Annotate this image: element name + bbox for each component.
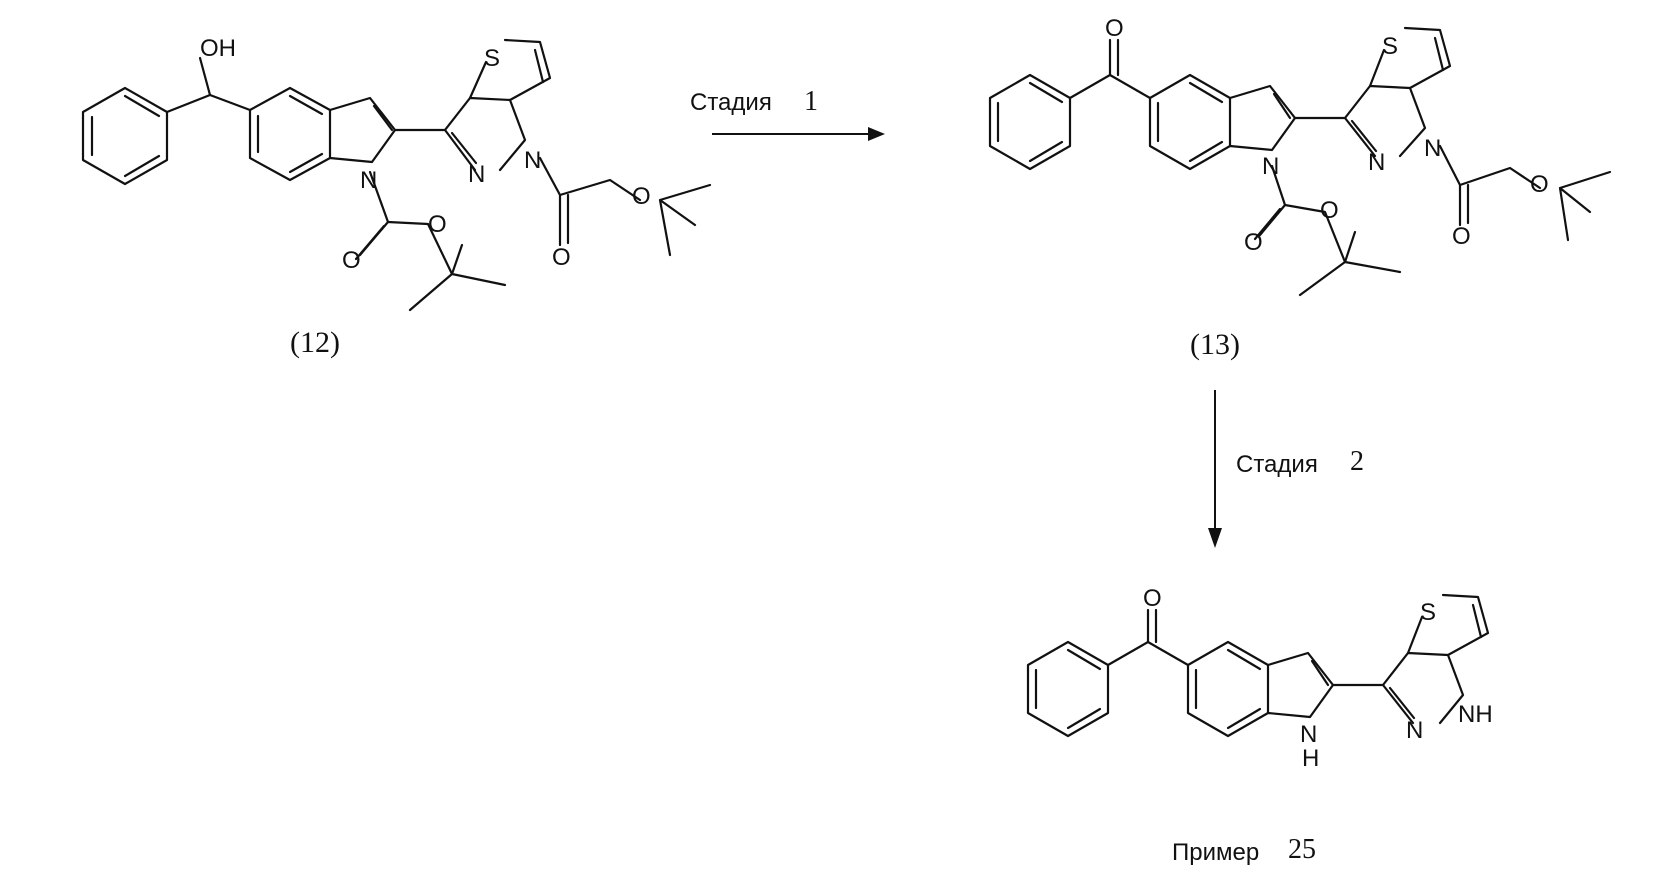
atom-o-carbonyl-2: O (552, 244, 571, 271)
atom-o-carbonyl-2: O (1452, 223, 1471, 250)
compound-12-structure (83, 40, 710, 310)
atom-n-pyrazole: N (1406, 717, 1423, 744)
atom-o-carbonyl: O (342, 247, 361, 274)
atom-o-ester: O (1320, 197, 1339, 224)
product-label-word: Пример (1172, 839, 1259, 866)
step-2-arrowhead (1208, 528, 1222, 548)
compound-13-structure (990, 28, 1610, 295)
atom-n-pyrazole: N (1368, 149, 1385, 176)
atom-s: S (1420, 599, 1436, 626)
atom-h-indole: H (1302, 745, 1319, 772)
atom-n-indole: N (1300, 721, 1317, 748)
atom-n-pyrazole: N (468, 161, 485, 188)
atom-oh: OH (200, 35, 236, 62)
atom-s: S (484, 45, 500, 72)
atom-o-keto: O (1105, 15, 1124, 42)
step-1-word: Стадия (690, 89, 772, 116)
atom-s: S (1382, 33, 1398, 60)
atom-o-ester-2: O (632, 183, 651, 210)
compound-13-label: (13) (1190, 328, 1240, 361)
atom-o-ester-2: O (1530, 171, 1549, 198)
atom-o-ester: O (428, 211, 447, 238)
product-structure (1028, 595, 1488, 736)
atom-o-carbonyl: O (1244, 229, 1263, 256)
step-2-word: Стадия (1236, 451, 1318, 478)
atom-n-pyrazole-boc: N (524, 147, 541, 174)
step-1-arrowhead (868, 127, 885, 141)
atom-n-indole: N (360, 167, 377, 194)
step-2-number: 2 (1350, 446, 1364, 477)
atom-n-indole: N (1262, 153, 1279, 180)
step-1-number: 1 (804, 86, 818, 117)
atom-nh-pyrazole: NH (1458, 701, 1493, 728)
product-label-number: 25 (1288, 834, 1316, 865)
atom-o-keto: O (1143, 585, 1162, 612)
atom-n-pyrazole-boc: N (1424, 135, 1441, 162)
compound-12-label: (12) (290, 326, 340, 359)
